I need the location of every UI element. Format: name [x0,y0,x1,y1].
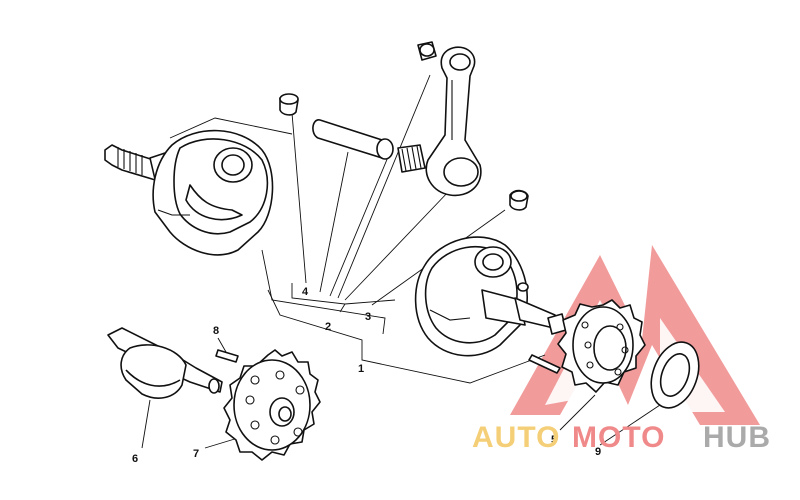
sprocket-gear [557,299,646,393]
watermark-word-moto: MOTO [572,421,665,454]
callout-3: 3 [365,311,371,323]
thrust-washer [650,341,700,409]
bushing-left [279,93,299,116]
callout-9: 9 [595,446,601,458]
balancer-shaft [107,327,223,399]
callout-6: 6 [132,453,138,465]
callout-8: 8 [213,325,219,337]
watermark-word-hub: HUB [703,421,771,454]
right-crankshaft-half [414,189,567,357]
dowel-pin-left [215,349,239,363]
dowel-pin-right [528,354,561,374]
connecting-rod [417,41,482,197]
watermark-wordmark: AUTO MOTO HUB [472,421,771,454]
crank-pin [312,119,394,160]
left-crankshaft-half [104,129,274,256]
callout-1: 1 [358,363,364,375]
callout-2: 2 [325,321,331,333]
callout-4: 4 [302,286,309,298]
watermark-word-auto: AUTO [472,421,560,454]
needle-bearing [397,144,426,173]
callout-5: 5 [551,434,557,446]
leader-lines [141,74,661,449]
balancer-gear [223,349,321,461]
callout-7: 7 [193,448,199,460]
